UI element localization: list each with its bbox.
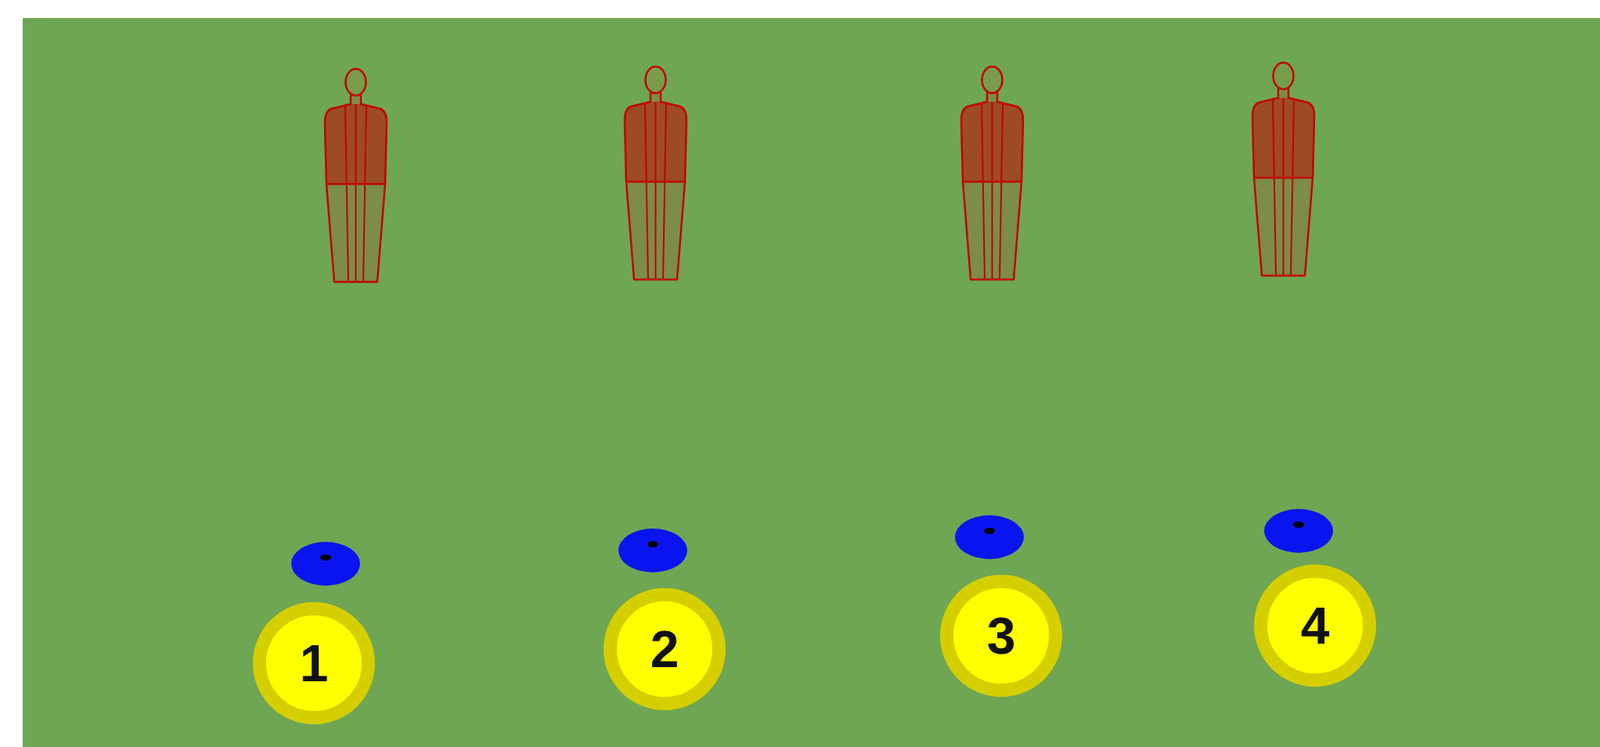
player-number: 4 <box>1300 599 1330 652</box>
player-number: 1 <box>299 637 329 689</box>
player-marker: 2 <box>603 587 726 710</box>
cone <box>954 515 1024 559</box>
player-number: 3 <box>987 609 1017 662</box>
mannequin <box>324 68 387 282</box>
player-number: 2 <box>650 623 680 675</box>
player-marker: 1 <box>252 601 375 725</box>
cone <box>291 541 361 586</box>
cone <box>1264 508 1334 553</box>
mannequin <box>961 66 1024 280</box>
player-marker: 3 <box>940 574 1063 697</box>
mannequin <box>1252 62 1315 276</box>
player-marker: 4 <box>1254 564 1377 687</box>
mannequin <box>624 66 687 280</box>
cone <box>618 528 688 573</box>
